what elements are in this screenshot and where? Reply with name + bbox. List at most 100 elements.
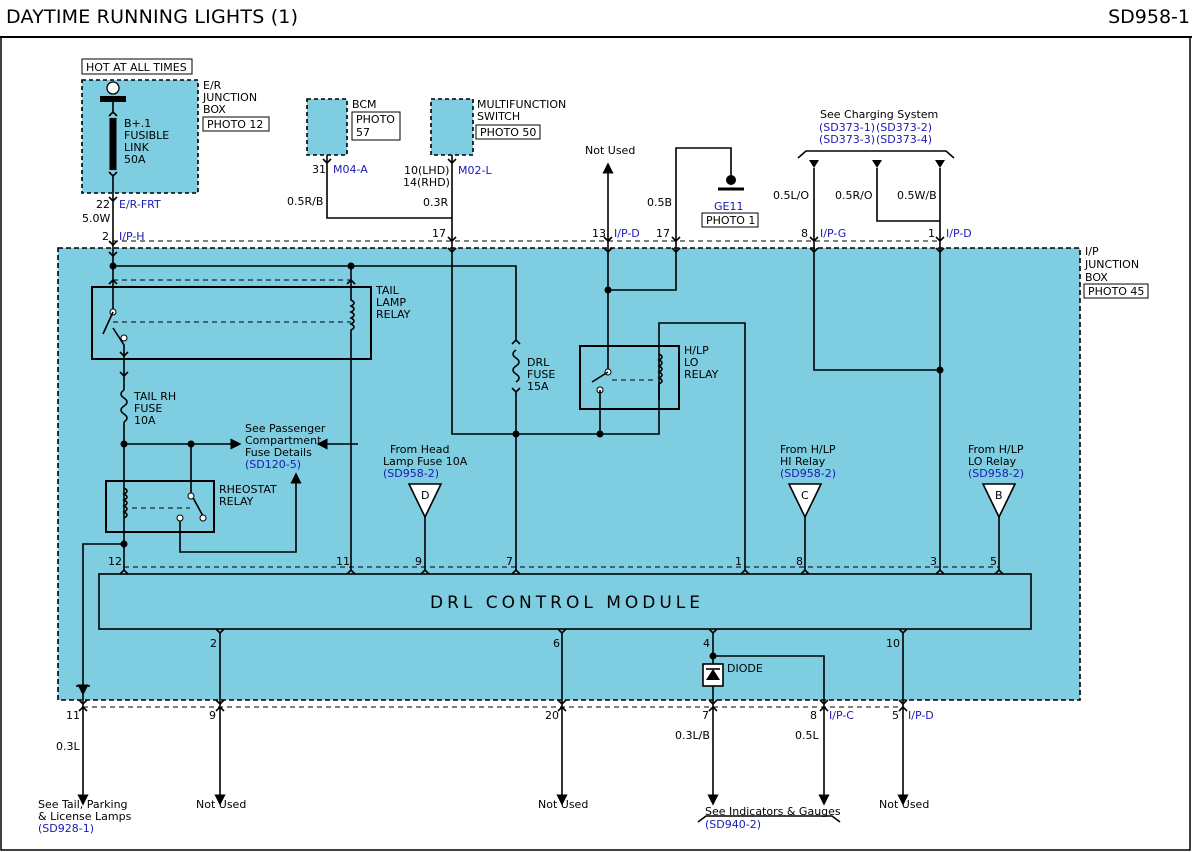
rheostat-coil-icon <box>122 487 128 519</box>
from-head-lamp-1: From Head <box>390 443 450 456</box>
tri-b: B <box>995 489 1003 502</box>
er-junction-box-label-1: E/R <box>203 79 222 92</box>
photo-1: PHOTO 1 <box>706 214 755 227</box>
see-indicators: See Indicators & Gauges <box>705 805 841 818</box>
page-title: DAYTIME RUNNING LIGHTS (1) <box>6 6 299 28</box>
photo-50: PHOTO 50 <box>480 126 536 139</box>
sd958-2b: (SD958-2) <box>780 467 836 480</box>
drl-fuse-2: FUSE <box>527 368 555 381</box>
see-passenger-3: Fuse Details <box>245 446 312 459</box>
sd120-5: (SD120-5) <box>245 458 301 471</box>
see-tail-1: See Tail, Parking <box>38 798 128 811</box>
connector-b-icon <box>981 483 1017 519</box>
from-hlp-lo-2: LO Relay <box>968 455 1017 468</box>
photo-50-box <box>475 124 541 140</box>
not-used-b3: Not Used <box>879 798 929 811</box>
module-pin-11: 11 <box>336 555 350 568</box>
see-tail-2: & License Lamps <box>38 810 132 823</box>
fusible-link-label-2: FUSIBLE <box>124 129 169 142</box>
connector-d-icon <box>407 483 443 519</box>
see-passenger-1: See Passenger <box>245 422 326 435</box>
ge11: GE11 <box>714 200 743 213</box>
sd958-2c: (SD958-2) <box>968 467 1024 480</box>
bcm-box <box>306 98 348 156</box>
module-bottom-pin-2: 2 <box>210 637 217 650</box>
busbar-icon <box>100 96 126 102</box>
bottom-pin-20: 20 <box>545 709 559 722</box>
charging-ref-3: (SD373-3) <box>819 133 875 146</box>
see-passenger-2: Compartment <box>245 434 322 447</box>
rheostat-relay-2: RELAY <box>219 495 254 508</box>
tail-lamp-relay-3: RELAY <box>376 308 411 321</box>
ip-junction-box <box>57 247 1081 701</box>
wire-05lo: 0.5L/O <box>773 189 809 202</box>
charging-tri-3 <box>935 160 945 168</box>
fusible-link-label-4: 50A <box>124 153 146 166</box>
drl-fuse-icon <box>512 349 520 383</box>
photo-12-box <box>202 116 270 132</box>
wire-03l: 0.3L <box>56 740 80 753</box>
from-hlp-hi-1: From H/LP <box>780 443 836 456</box>
module-pin-7: 7 <box>506 555 513 568</box>
drl-control-module <box>98 573 1032 630</box>
wire-03lb: 0.3L/B <box>675 729 710 742</box>
pin-17b: 17 <box>656 227 670 240</box>
hlp-lo-relay-3: RELAY <box>684 368 719 381</box>
wire-5w: 5.0W <box>82 212 110 225</box>
ip-junction-box-label-2: JUNCTION <box>1084 258 1139 271</box>
wire-05ro: 0.5R/O <box>835 189 873 202</box>
module-pin-9: 9 <box>415 555 422 568</box>
module-bottom-pin-6: 6 <box>553 637 560 650</box>
bottom-pin-markers <box>78 699 908 712</box>
er-junction-box-label-3: BOX <box>203 103 226 116</box>
hlp-lo-relay-2: LO <box>684 356 699 369</box>
bcm-photo-2: 57 <box>356 126 370 139</box>
multifunction-label-1: MULTIFUNCTION <box>477 98 566 111</box>
from-head-lamp-2: Lamp Fuse 10A <box>383 455 468 468</box>
tail-rh-fuse-2: FUSE <box>134 402 162 415</box>
tail-rh-fuse-icon <box>120 389 128 423</box>
module-bottom-pin-4: 4 <box>703 637 710 650</box>
tail-lamp-relay-1: TAIL <box>375 284 400 297</box>
tail-rh-fuse-3: 10A <box>134 414 156 427</box>
charging-tri-2 <box>872 160 882 168</box>
ip-junction-box-label-1: I/P <box>1085 245 1099 258</box>
from-hlp-lo-1: From H/LP <box>968 443 1024 456</box>
bottom-pin-9: 9 <box>209 709 216 722</box>
multifunction-switch-box <box>430 98 474 156</box>
hot-label-box <box>81 58 193 75</box>
fusible-link-label-1: B+.1 <box>124 117 151 130</box>
photo-12: PHOTO 12 <box>207 118 263 131</box>
pin-2-top: 2 <box>102 230 109 243</box>
hlp-lo-relay <box>579 345 680 410</box>
tri-c: C <box>801 489 809 502</box>
module-top-pin-markers <box>119 568 1004 575</box>
bottom-pin-8: 8 <box>810 709 817 722</box>
drl-module-label: DRL CONTROL MODULE <box>430 593 704 613</box>
drl-fuse-1: DRL <box>527 356 550 369</box>
tail-lamp-relay-2: LAMP <box>376 296 406 309</box>
pin-13: 13 <box>592 227 606 240</box>
module-bottom-pin-10: 10 <box>886 637 900 650</box>
pin-1-top: 1 <box>928 227 935 240</box>
page-code: SD958-1 <box>1108 6 1190 28</box>
bottom-pin-5: 5 <box>892 709 899 722</box>
fusible-link-label-3: LINK <box>124 141 150 154</box>
sd928-1: (SD928-1) <box>38 822 94 835</box>
battery-terminal-icon <box>106 81 120 95</box>
charging-tri-1 <box>809 160 819 168</box>
connector-c-icon <box>787 483 823 519</box>
multifunction-label-2: SWITCH <box>477 110 520 123</box>
ground-point-icon <box>726 175 736 185</box>
hot-at-all-times: HOT AT ALL TIMES <box>86 61 187 74</box>
page-frame <box>0 36 1191 851</box>
tri-d: D <box>421 489 429 502</box>
module-pin-8: 8 <box>796 555 803 568</box>
module-pin-1: 1 <box>735 555 742 568</box>
drl-fuse-3: 15A <box>527 380 549 393</box>
er-frt: E/R-FRT <box>119 198 161 211</box>
from-hlp-hi-2: HI Relay <box>780 455 826 468</box>
pin-8-top: 8 <box>801 227 808 240</box>
ip-c: I/P-C <box>829 709 854 722</box>
not-used-b1: Not Used <box>196 798 246 811</box>
